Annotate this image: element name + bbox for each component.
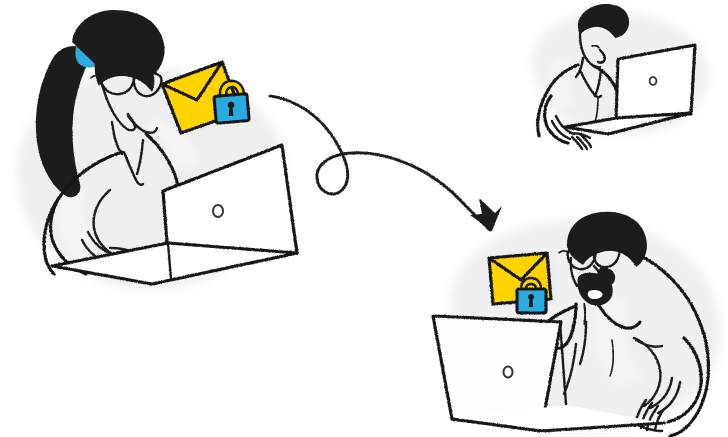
sender-lock [212, 79, 251, 125]
sender-person [35, 10, 299, 286]
recipient-mouth [587, 289, 603, 299]
bystander-laptop [563, 43, 697, 136]
recipient-laptop-screen [433, 316, 560, 430]
sender-collar-2 [135, 138, 145, 176]
sender-laptop [50, 143, 299, 286]
bystander-collar [579, 70, 603, 99]
transfer-arrow [268, 94, 502, 232]
recipient-lock-keyhole [528, 294, 534, 300]
recipient-face [569, 256, 579, 288]
bystander-laptop-base [565, 113, 690, 133]
sender-jaw [126, 114, 159, 134]
recipient-lock-shackle [519, 276, 543, 294]
bystander-hair [577, 4, 630, 38]
bystander-person [536, 4, 697, 151]
bystander-laptop-logo [648, 76, 658, 86]
sender-envelope [160, 60, 251, 135]
recipient-arm [666, 336, 703, 424]
bystander-cuff-2 [550, 119, 572, 141]
bystander-neck [574, 56, 585, 79]
recipient-envelope [487, 251, 556, 315]
sender-glasses [90, 69, 163, 98]
bystander-eye [591, 44, 600, 49]
recipient-lock [515, 276, 548, 315]
sender-envelope-flap [160, 60, 224, 102]
sender-collar [122, 150, 145, 186]
recipient-person [431, 211, 710, 437]
recipient-elbow-crease [634, 338, 664, 348]
recipient-torso [639, 254, 710, 437]
bystander-collar-2 [593, 68, 603, 98]
recipient-cuff-2 [656, 380, 682, 415]
sender-shading [56, 120, 200, 268]
recipient-laptop-base [452, 405, 663, 431]
recipient-beard-tuft [595, 267, 616, 287]
recipient-laptop-logo [502, 365, 514, 379]
recipient-collar-right [596, 302, 642, 330]
recipient-envelope-flap [487, 251, 549, 282]
sender-laptop-logo [212, 204, 224, 218]
bystander-torso [536, 63, 580, 138]
recipient-cuff [648, 376, 674, 410]
recipient-laptop [431, 314, 666, 433]
recipient-hair [566, 211, 647, 267]
transfer-arrow-path [268, 94, 492, 232]
bystander-nose [596, 48, 606, 64]
sender-laptop-base [52, 243, 296, 283]
recipient-collar-fold [578, 320, 588, 366]
sender-lock-keyhole [227, 101, 235, 109]
recipient-glasses [558, 242, 621, 271]
recipient-collar-left [552, 302, 578, 351]
sender-ponytail [35, 46, 92, 198]
recipient-nose [590, 264, 601, 282]
transfer-arrow-head [470, 198, 502, 231]
recipient-shirt-fold [609, 339, 615, 377]
recipient-neck [582, 302, 587, 326]
bystander-hand [568, 131, 593, 151]
bystander-arm [543, 94, 570, 145]
sender-arm-inner [92, 188, 118, 258]
